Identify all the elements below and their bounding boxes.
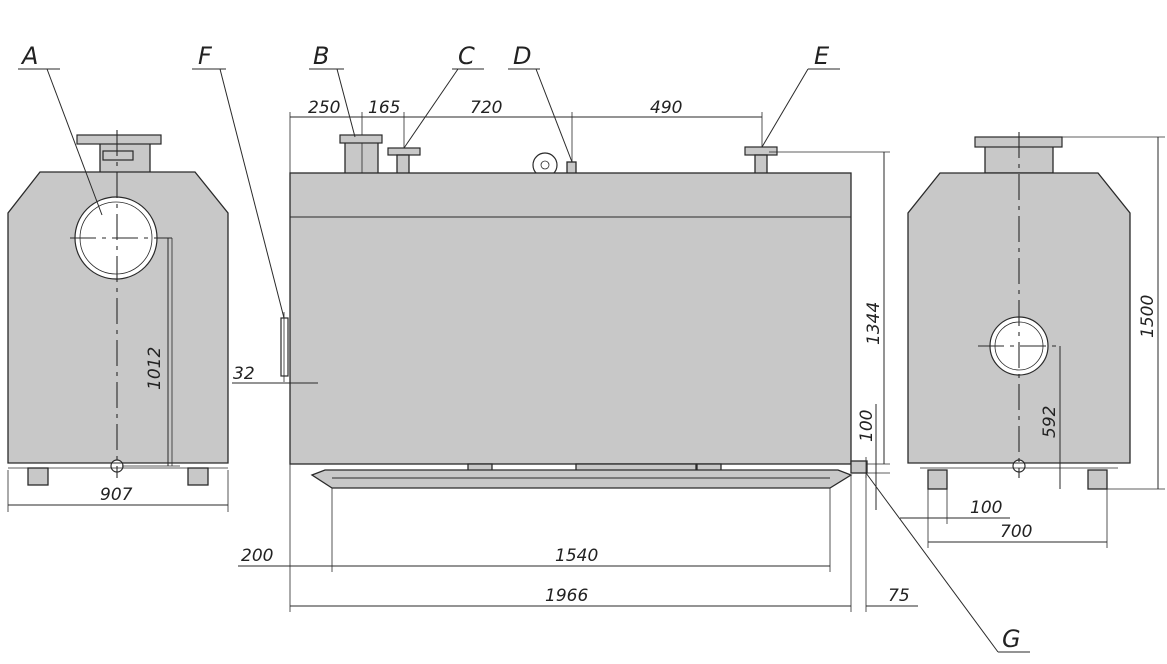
- label-d: D: [513, 42, 531, 70]
- nozzle-c-flange: [387, 147, 421, 156]
- dim-490: 490: [650, 98, 682, 118]
- dim-250: 250: [308, 98, 340, 118]
- nozzle-d: [566, 161, 577, 175]
- nozzle-c-pipe: [396, 154, 410, 175]
- nozzle-e-pipe: [754, 154, 768, 175]
- dim-1344: 1344: [864, 302, 884, 345]
- label-a: A: [20, 42, 38, 70]
- dim-100-bottom: 100: [970, 498, 1002, 518]
- front-view-body: [289, 172, 852, 465]
- nozzle-b-neck: [344, 140, 379, 175]
- dim-907: 907: [100, 485, 133, 505]
- dim-165: 165: [368, 98, 400, 118]
- nozzle-b-flange: [339, 134, 383, 144]
- drain-valve-g: [850, 460, 868, 474]
- label-c: C: [458, 42, 475, 70]
- left-view-inner-flange: [102, 150, 134, 161]
- dim-1540: 1540: [555, 546, 598, 566]
- label-f: F: [198, 42, 213, 70]
- dim-75: 75: [888, 586, 910, 606]
- dim-1012: 1012: [145, 347, 165, 390]
- label-g: G: [1002, 625, 1021, 653]
- dim-1966: 1966: [545, 586, 588, 606]
- left-end-view: 907 1012 A: [7, 42, 229, 512]
- dim-200: 200: [241, 546, 273, 566]
- dim-1500: 1500: [1138, 295, 1158, 338]
- front-view: 250 165 720 490 B C D E F 32 1344 100: [192, 42, 1030, 653]
- nozzle-e-flange: [744, 146, 778, 156]
- left-view-top-flange: [76, 134, 162, 145]
- right-view-leg-left: [927, 469, 948, 490]
- left-view-leg-right: [187, 467, 209, 486]
- label-b: B: [313, 42, 329, 70]
- right-end-view: 1500 592 100 700: [900, 132, 1165, 548]
- left-view-leg-left: [27, 467, 49, 486]
- dim-700: 700: [1000, 522, 1032, 542]
- front-view-skid: [310, 469, 853, 489]
- right-view-leg-right: [1087, 469, 1108, 490]
- level-gauge-f: [280, 317, 289, 377]
- dim-100-right: 100: [857, 410, 877, 442]
- dim-32: 32: [233, 364, 255, 384]
- label-e: E: [814, 42, 830, 70]
- dim-592: 592: [1040, 406, 1060, 438]
- dim-720: 720: [470, 98, 502, 118]
